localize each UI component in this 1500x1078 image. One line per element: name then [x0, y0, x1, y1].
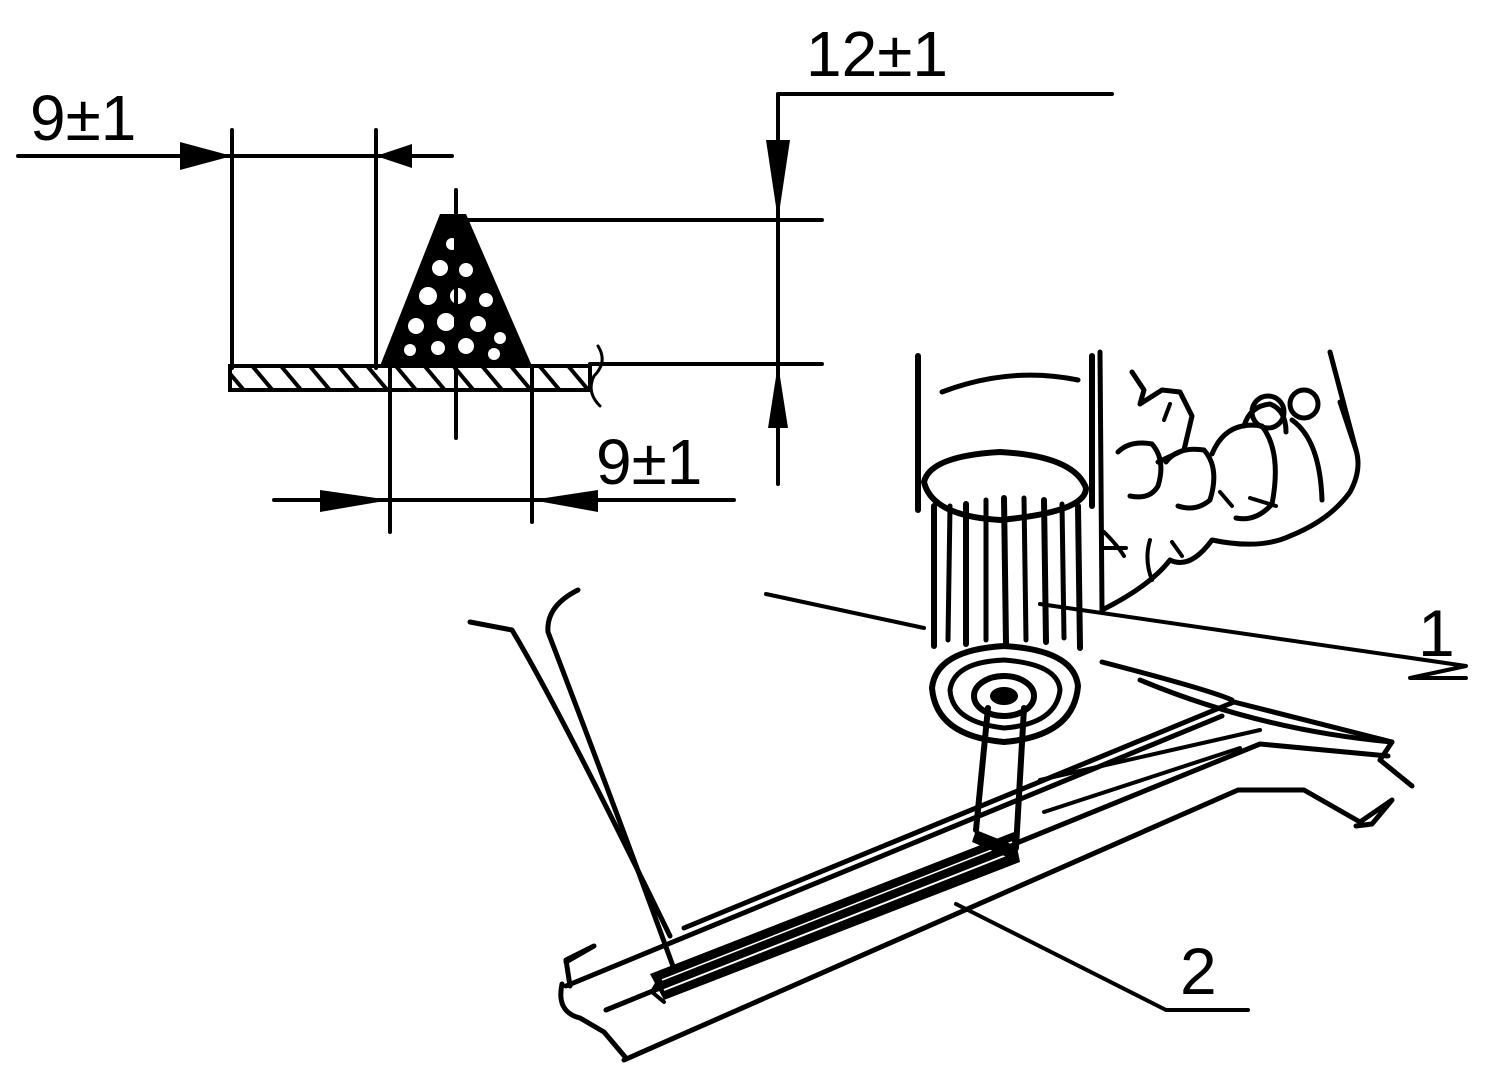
dimension-label-top-width: 9±1: [30, 82, 136, 154]
bead-granules: [404, 238, 506, 360]
substrate-break-mark: [589, 344, 604, 408]
applicator-gun: [764, 353, 1468, 860]
dimension-top-width: 9±1: [16, 82, 454, 370]
glazing-channel: [558, 699, 1415, 1063]
operator-hand: [1097, 349, 1361, 613]
dimension-bead-height: 12±1: [460, 18, 1114, 486]
bead-cross-section: 9±1 12±1 9±1: [16, 18, 1114, 534]
nozzle-knurling: [945, 495, 1067, 647]
extruded-sealant-bead: [650, 832, 1020, 1004]
substrate-strip: [228, 364, 592, 392]
callout-label-sealant-bead: 2: [1180, 934, 1217, 1008]
application-perspective-view: [467, 349, 1468, 1063]
dimension-label-base-width: 9±1: [596, 426, 702, 498]
callout-2-leader: [954, 902, 1250, 1012]
dimension-label-bead-height: 12±1: [806, 18, 948, 90]
panel-frame-lines: [467, 587, 1395, 983]
callout-label-nozzle: 1: [1418, 596, 1455, 670]
dimension-base-width: 9±1: [272, 366, 736, 534]
